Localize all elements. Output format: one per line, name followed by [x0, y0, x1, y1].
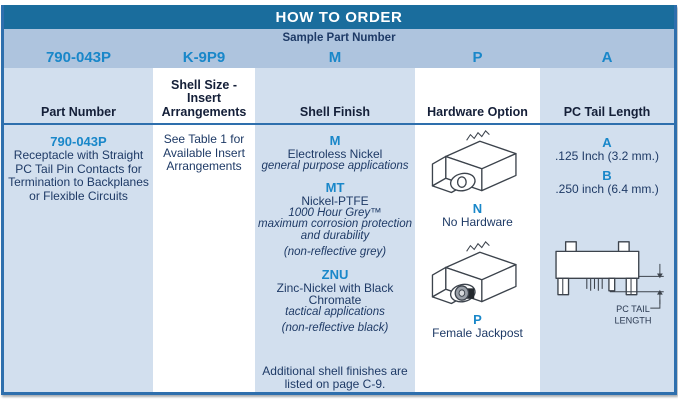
header-part-number: Part Number — [4, 68, 153, 123]
hardware-label-n: No Hardware — [442, 215, 513, 229]
column-header-row: Part Number Shell Size - Insert Arrangem… — [4, 68, 674, 125]
header-hardware-option: Hardware Option — [415, 68, 540, 123]
header-shell-size-insert: Shell Size - Insert Arrangements — [153, 68, 255, 123]
finish-code-mt: MT — [325, 180, 345, 195]
pc-tail-length-diagram: PC TAIL LENGTH — [555, 241, 664, 326]
sample-code-part-number: 790-043P — [45, 48, 112, 66]
finish-code-m: M — [329, 133, 341, 148]
header-shell-finish: Shell Finish — [255, 68, 415, 123]
pc-tail-length-cell: A .125 Inch (3.2 mm.) B .250 inch (6.4 m… — [540, 125, 674, 392]
how-to-order-table: HOW TO ORDER Sample Part Number 790-043P… — [1, 5, 677, 395]
finish-code-znu: ZNU — [321, 266, 349, 282]
sample-code-shell-size: K-9P9 — [182, 48, 226, 66]
shell-finish-footnote: Additional shell finishes are listed on … — [262, 363, 408, 391]
tail-option-a: A .125 Inch (3.2 mm.) — [540, 136, 674, 163]
finish-option-m: M Electroless Nickel general purpose app… — [255, 134, 415, 172]
part-number-code: 790-043P — [50, 134, 107, 149]
tail-code-b: B — [602, 168, 612, 183]
hardware-option-cell: N No Hardware P Female J — [415, 125, 540, 392]
sample-code-shell-finish: M — [328, 48, 342, 66]
shell-finish-cell: M Electroless Nickel general purpose app… — [255, 125, 415, 392]
pc-tail-diagram-label-line1: PC TAIL — [616, 304, 650, 314]
table-body: 790-043P Receptacle with Straight PC Tai… — [4, 125, 674, 392]
header-pc-tail-length: PC Tail Length — [540, 68, 674, 123]
sample-part-number-label: Sample Part Number — [4, 29, 674, 46]
hardware-code-n: N — [472, 201, 483, 216]
finish-option-mt: MT Nickel-PTFE 1000 Hour Grey™ maximum c… — [255, 181, 415, 259]
hardware-label-p: Female Jackpost — [432, 326, 523, 340]
sample-codes-row: 790-043P K-9P9 M P A — [4, 46, 674, 68]
pc-tail-diagram-label-line2: LENGTH — [614, 316, 651, 326]
table-title: HOW TO ORDER — [4, 5, 674, 29]
tail-code-a: A — [602, 135, 612, 150]
hardware-code-p: P — [473, 312, 482, 327]
insert-arrangements-note: See Table 1 for Available Insert Arrange… — [163, 132, 245, 173]
insert-arrangements-cell: See Table 1 for Available Insert Arrange… — [153, 125, 255, 392]
part-number-description: Receptacle with Straight PC Tail Pin Con… — [8, 148, 149, 203]
sample-code-tail-length: A — [601, 48, 613, 66]
tail-option-b: B .250 inch (6.4 mm.) — [540, 169, 674, 196]
finish-option-znu: ZNU Zinc-Nickel with Black Chromate tact… — [255, 266, 415, 335]
sample-code-hardware: P — [472, 48, 483, 66]
part-number-cell: 790-043P Receptacle with Straight PC Tai… — [4, 125, 153, 392]
connector-female-jackpost-illustration — [431, 241, 517, 305]
connector-no-hardware-illustration — [431, 130, 517, 194]
